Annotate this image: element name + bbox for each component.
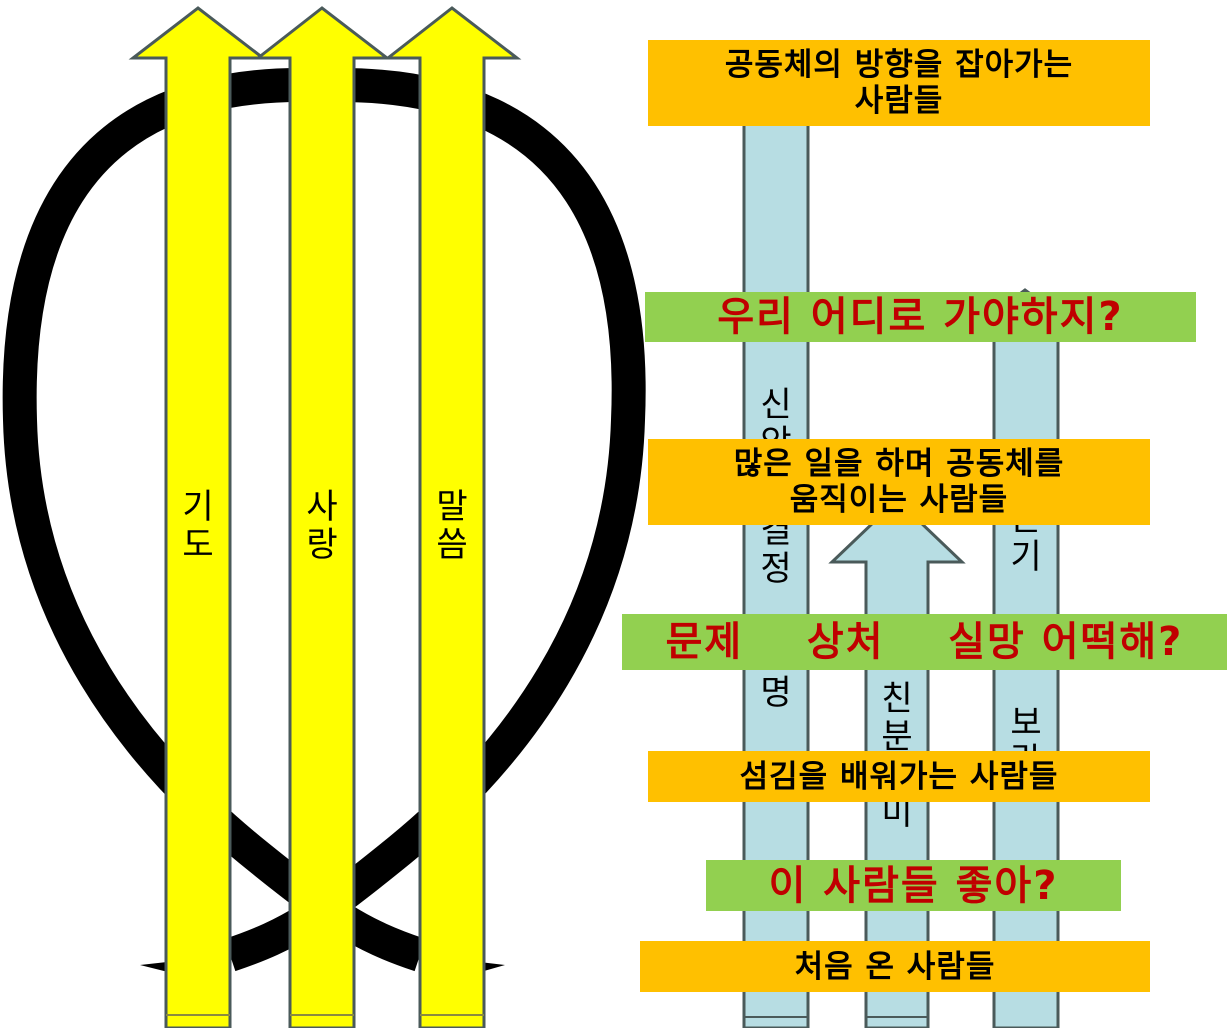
yellow-arrow-love (253, 6, 392, 1028)
arrow-label-prayer: 기 도 (182, 487, 214, 565)
arrow-label-love: 사 랑 (306, 487, 338, 565)
stage-newcomers: 처음 온 사람들 (640, 941, 1150, 992)
stage-workers: 많은 일을 하며 공동체를 움직이는 사람들 (648, 439, 1150, 525)
yellow-arrow-prayer (128, 6, 268, 1028)
arrow-label-word: 말 씀 (436, 487, 468, 565)
question-like: 이 사람들 좋아? (706, 860, 1121, 911)
question-problems: 문제 상처 실망 어떡해? (622, 614, 1227, 670)
stage-leaders: 공동체의 방향을 잡아가는 사람들 (648, 40, 1150, 126)
stage-learners: 섬김을 배워가는 사람들 (648, 751, 1150, 802)
yellow-arrow-word (383, 6, 522, 1028)
col1-text-bottom: 명 (760, 673, 792, 713)
question-direction: 우리 어디로 가야하지? (645, 292, 1196, 342)
